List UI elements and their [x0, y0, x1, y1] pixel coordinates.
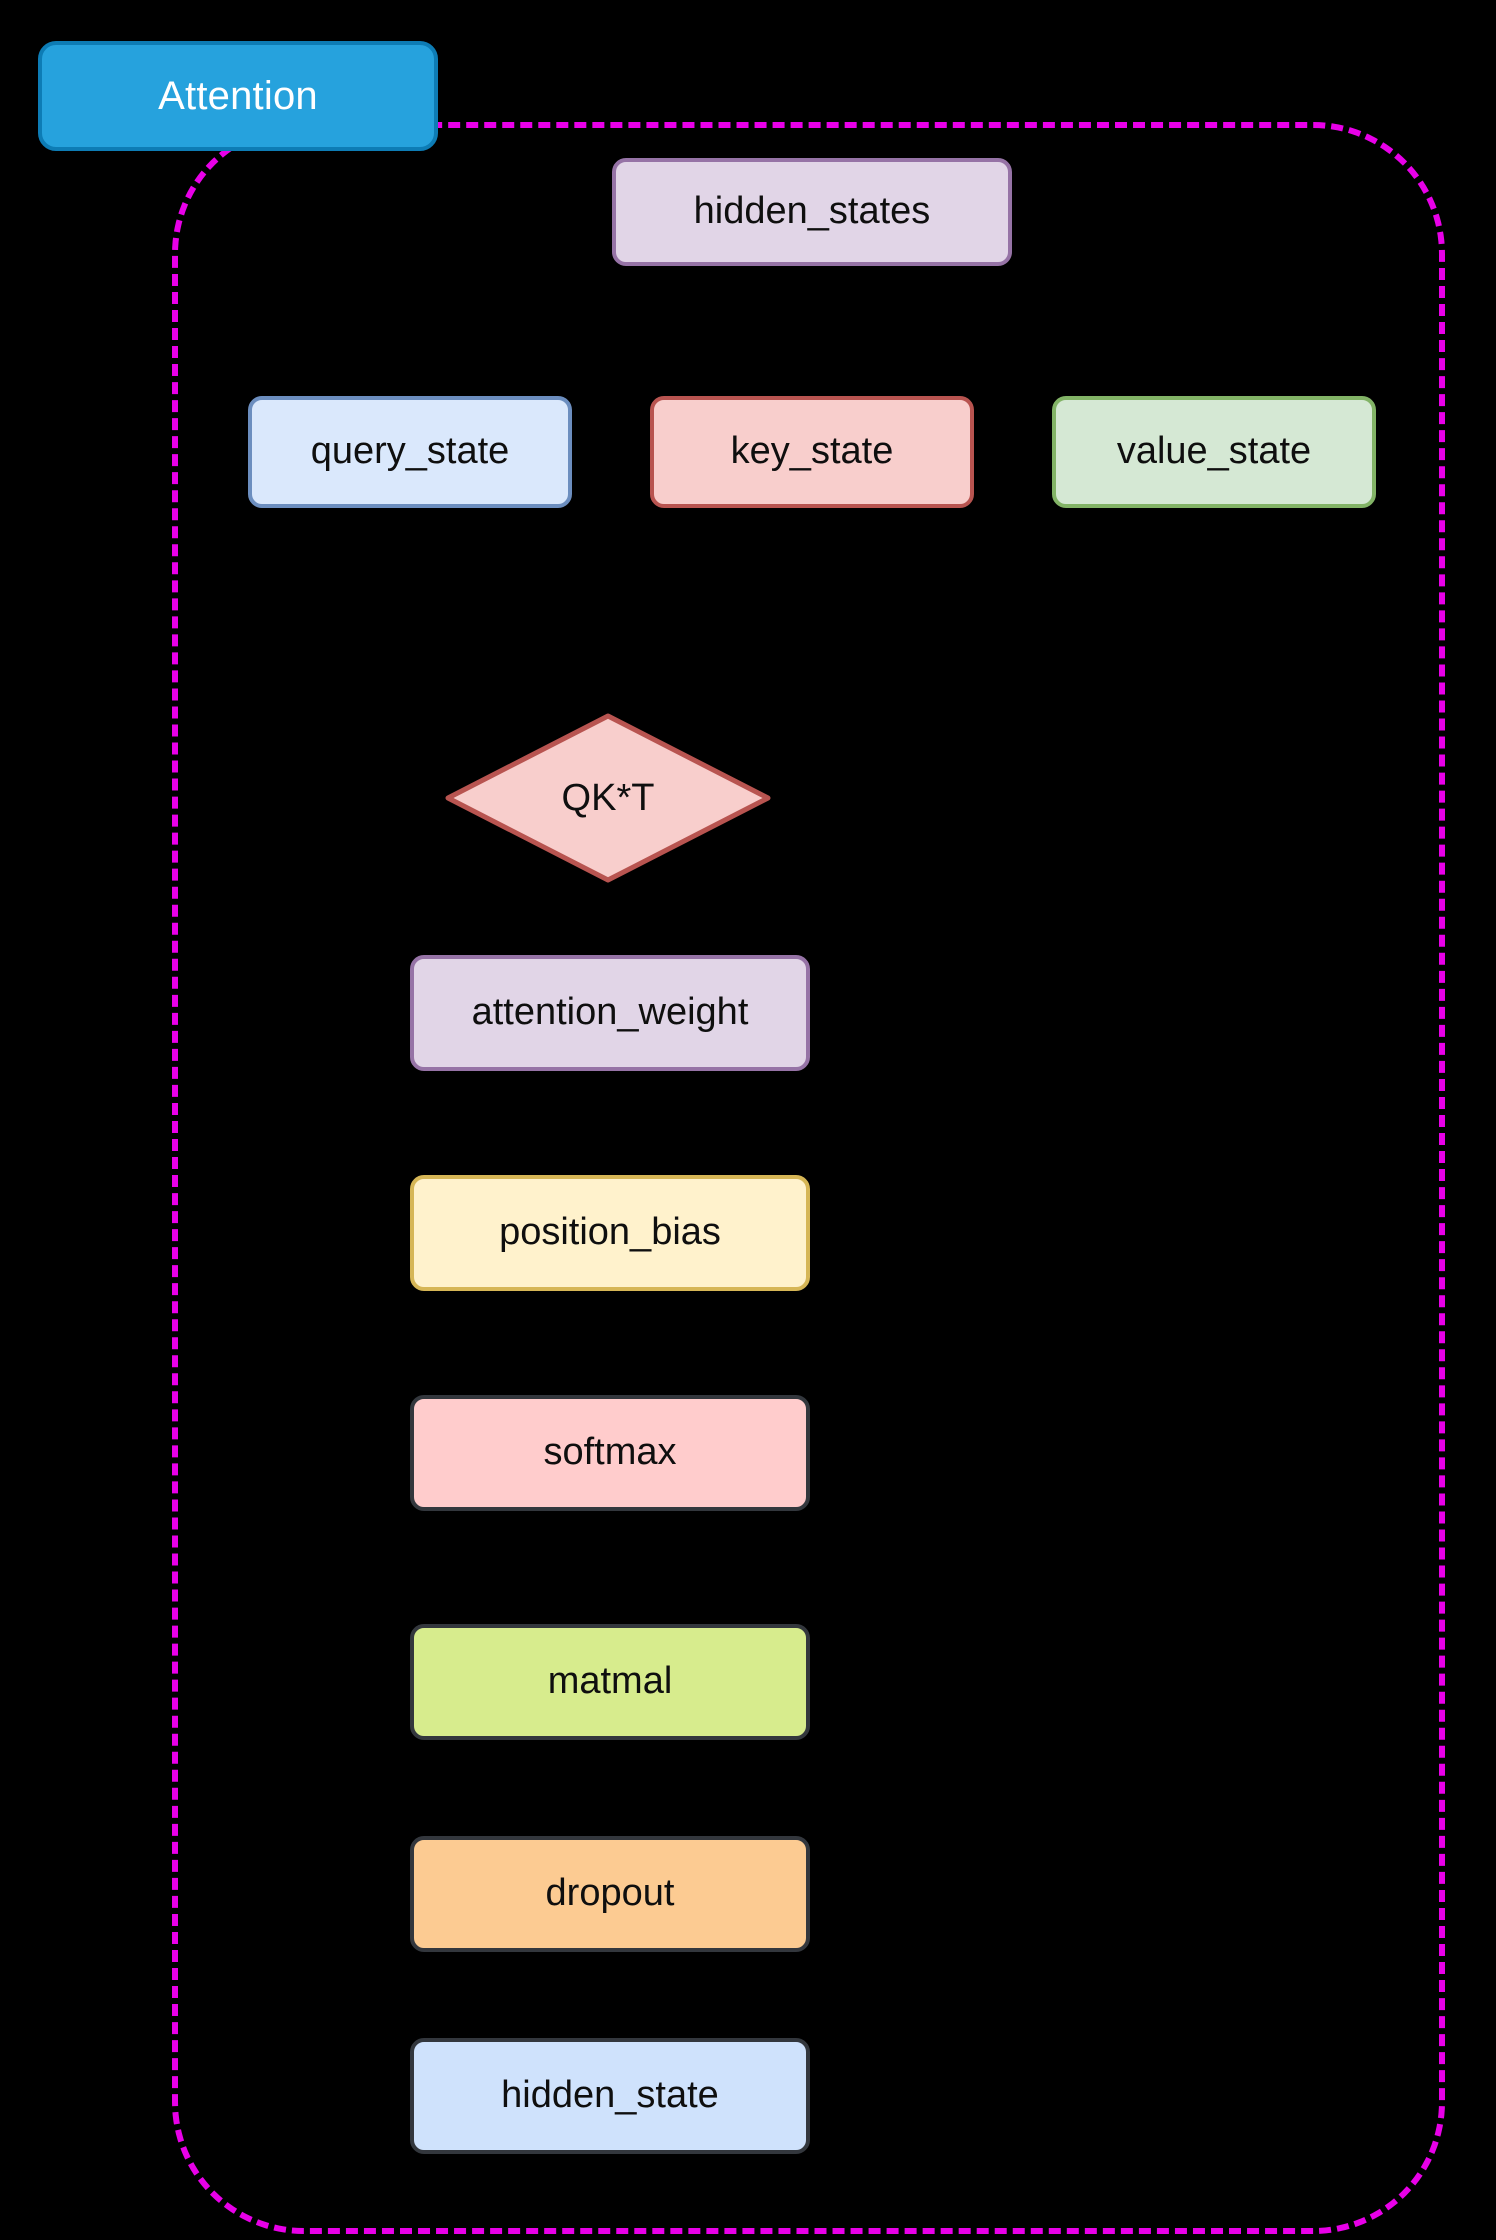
- node-position-bias-label: position_bias: [499, 1211, 721, 1254]
- node-dropout-label: dropout: [545, 1872, 675, 1915]
- node-attention-weight[interactable]: attention_weight: [410, 955, 810, 1071]
- node-key-state[interactable]: key_state: [650, 396, 974, 508]
- node-key-state-label: key_state: [730, 430, 894, 473]
- node-value-state-label: value_state: [1116, 430, 1312, 473]
- node-value-state[interactable]: value_state: [1052, 396, 1376, 508]
- attention-group-container: [172, 122, 1445, 2234]
- group-title-label: Attention: [158, 73, 318, 118]
- node-softmax-label: softmax: [543, 1431, 677, 1474]
- node-softmax[interactable]: softmax: [410, 1395, 810, 1511]
- node-qkt[interactable]: QK*T: [444, 712, 772, 884]
- node-hidden-states[interactable]: hidden_states: [612, 158, 1012, 266]
- diamond-shape: [445, 713, 771, 883]
- node-query-state[interactable]: query_state: [248, 396, 572, 508]
- group-title-attention[interactable]: Attention: [38, 41, 438, 151]
- node-query-state-label: query_state: [310, 430, 510, 473]
- node-position-bias[interactable]: position_bias: [410, 1175, 810, 1291]
- node-attention-weight-label: attention_weight: [471, 991, 749, 1034]
- node-hidden-state[interactable]: hidden_state: [410, 2038, 810, 2154]
- node-hidden-state-label: hidden_state: [501, 2074, 719, 2117]
- node-matmal[interactable]: matmal: [410, 1624, 810, 1740]
- node-hidden-states-label: hidden_states: [693, 190, 931, 233]
- node-matmal-label: matmal: [547, 1660, 673, 1703]
- node-dropout[interactable]: dropout: [410, 1836, 810, 1952]
